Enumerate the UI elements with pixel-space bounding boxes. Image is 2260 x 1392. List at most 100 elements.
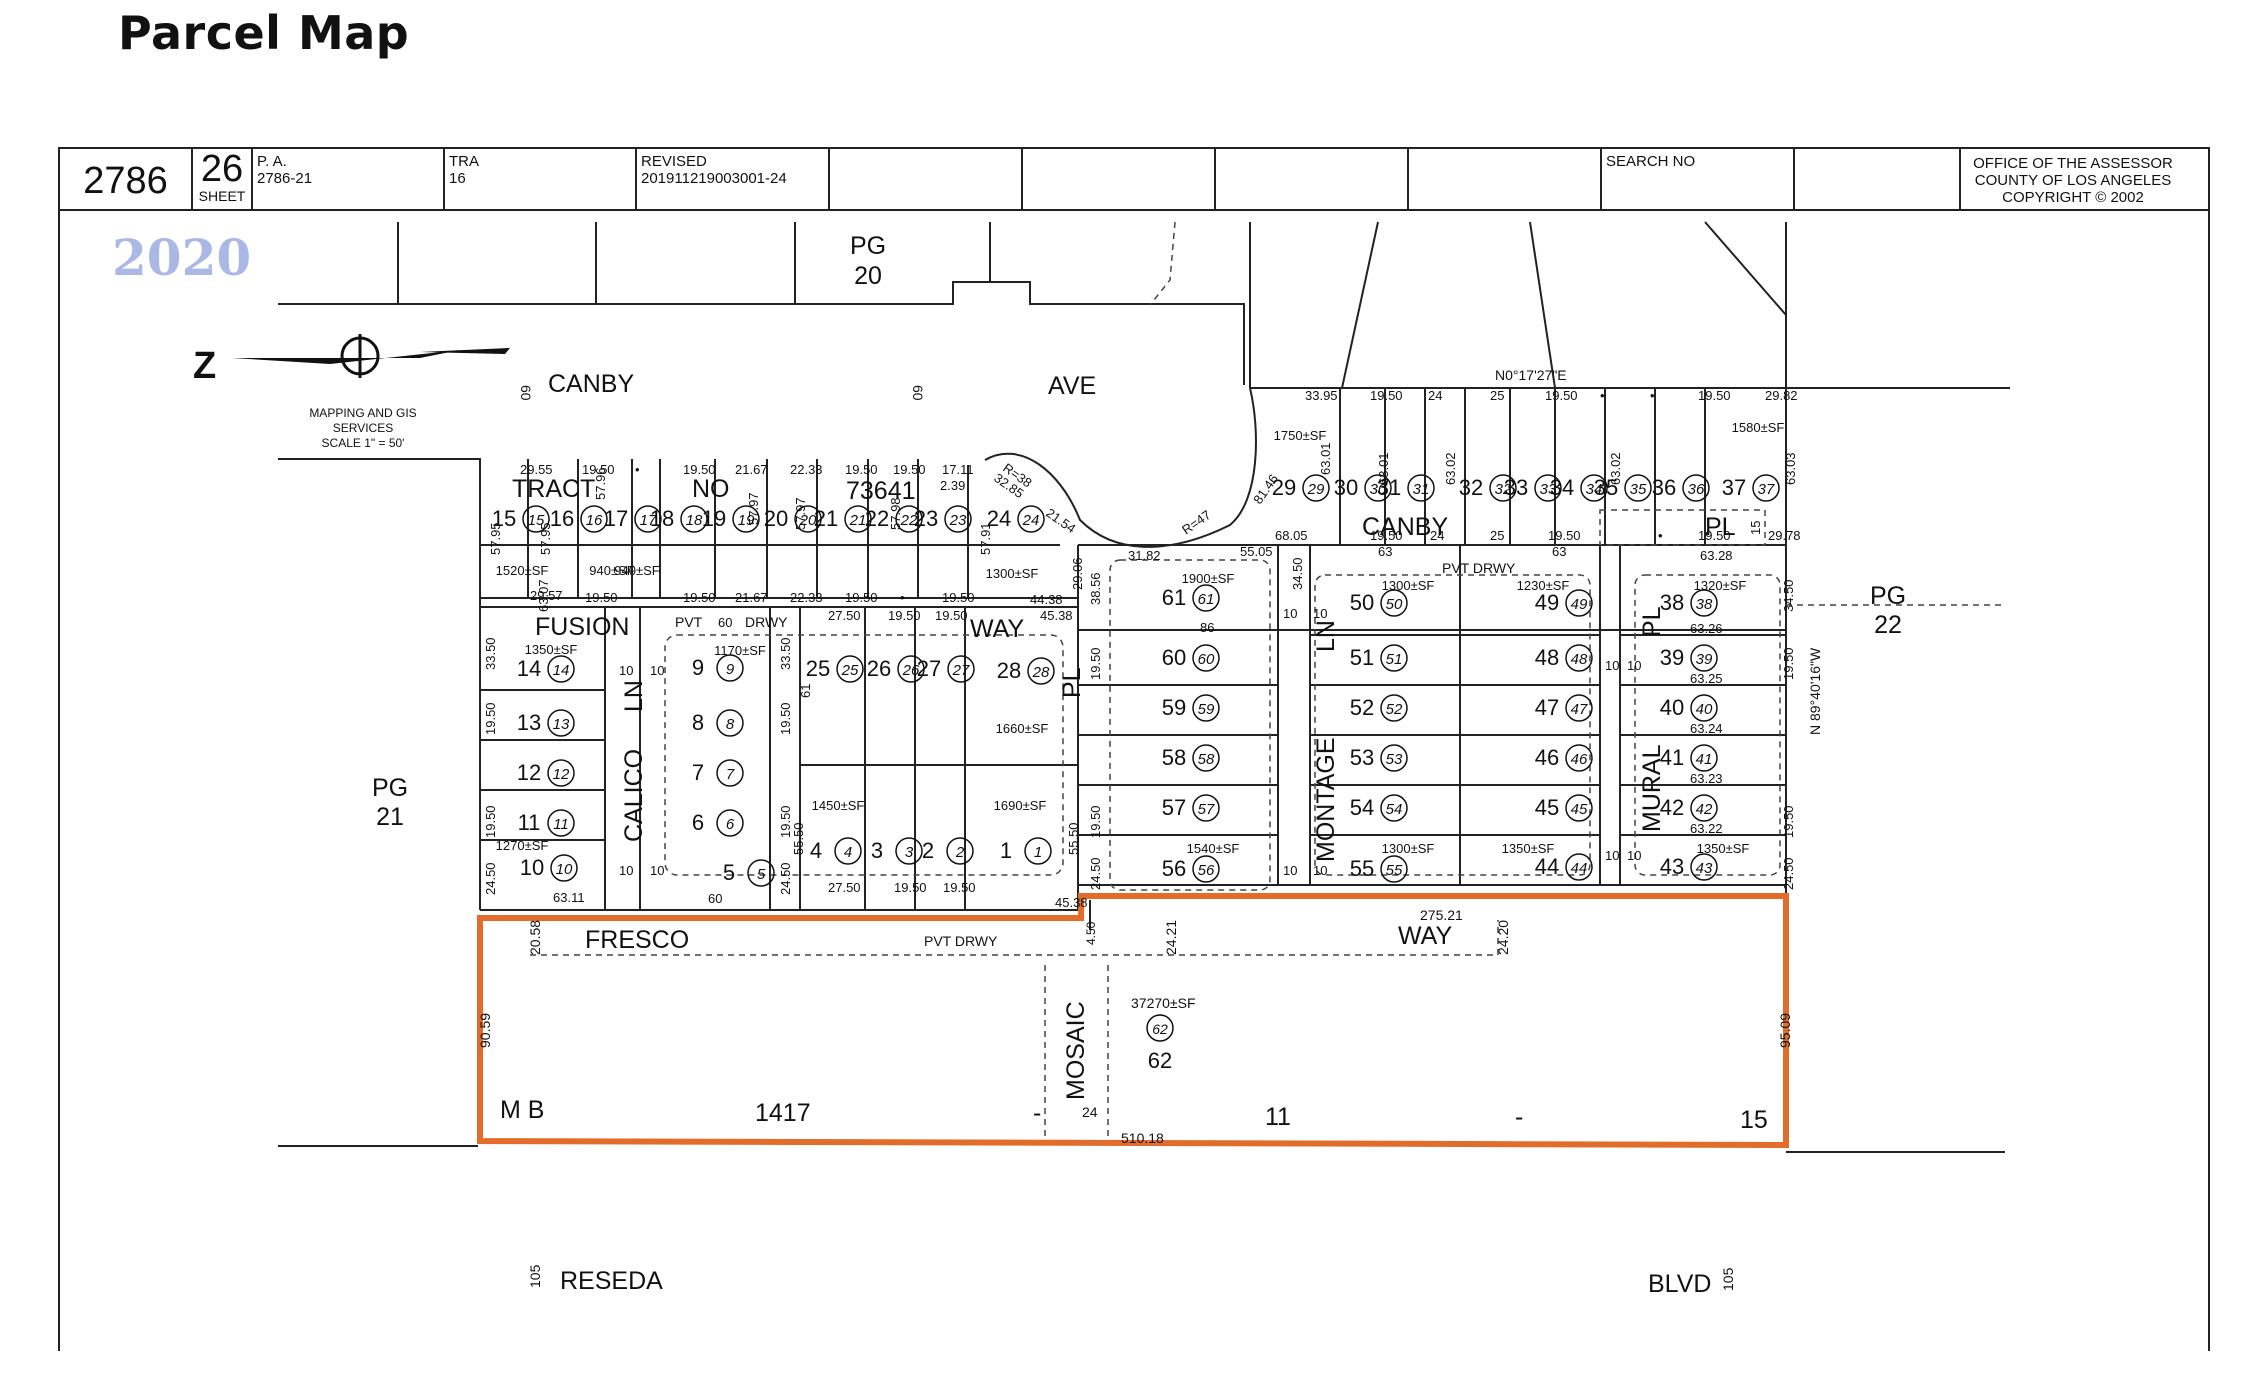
lot-number-43: 43: [1660, 854, 1684, 879]
dimension-d5595-56: 57.95: [538, 522, 553, 555]
dimension-d4538-44: 45.38: [1055, 895, 1088, 910]
lot-circle-54: [1380, 794, 1408, 822]
lot-circle-number-46: 46: [1571, 751, 1588, 768]
lot-circle-number-50: 50: [1386, 596, 1403, 613]
lot-circle-number-6: 6: [726, 816, 735, 833]
mural-suffix: PL: [1638, 606, 1666, 637]
dimension-d10-94: 10: [1605, 658, 1619, 673]
lot-number-51: 51: [1350, 645, 1374, 670]
map-frame: [58, 211, 2210, 1351]
dimension-d1950-18: 19.50: [683, 590, 716, 605]
mb-page: 11: [1265, 1103, 1291, 1131]
lot-circle-24: [1017, 505, 1045, 533]
dimension-d10-99: 10: [650, 663, 664, 678]
mb-dash-2: -: [1515, 1103, 1523, 1131]
dim-450: 4.50: [1084, 921, 1098, 945]
lot-circle-number-7: 7: [726, 766, 735, 783]
dimension-d2957-16: 29.57: [530, 588, 563, 603]
lot-number-54: 54: [1350, 795, 1374, 820]
lot-circle-number-49: 49: [1571, 596, 1588, 613]
lot-number-18: 18: [650, 506, 674, 531]
lot-circle-number-10: 10: [556, 861, 573, 878]
reseda-suffix: BLVD: [1648, 1270, 1711, 1298]
office-line-1: OFFICE OF THE ASSESSOR: [1973, 155, 2173, 172]
dimension-d239-15: 2.39: [940, 478, 965, 493]
canby-width-left: 60: [518, 385, 534, 401]
lot-number-36: 36: [1652, 475, 1676, 500]
dimension-d24-2: 24: [1428, 388, 1442, 403]
lot-circle-number-33: 33: [1540, 481, 1557, 498]
pg22-num: 22: [1874, 611, 1902, 639]
lot-circle-number-17: 17: [640, 512, 657, 529]
lot-number-41: 41: [1660, 745, 1684, 770]
canby-pvt-drwy: PVT DRWY: [1442, 560, 1516, 576]
lot-circle-19: [732, 505, 760, 533]
dimension-d1950-1: 19.50: [1370, 388, 1403, 403]
dimension-d5798-82: 57.98: [888, 497, 903, 530]
lot-number-40: 40: [1660, 695, 1684, 720]
dimension-d1950-4: 19.50: [1545, 388, 1578, 403]
reseda-width-right: 105: [1720, 1267, 1736, 1291]
lot-area-10: 1270±SF: [496, 838, 549, 853]
fusion-suffix: WAY: [970, 615, 1024, 643]
canby-width-right: 60: [910, 385, 926, 401]
lot-number-22: 22: [865, 506, 889, 531]
tra-label: TRA: [449, 153, 479, 170]
mapping-line-1: MAPPING AND GIS: [309, 406, 416, 420]
dimension-d6302-76: 63.02: [1608, 452, 1623, 485]
title-block: 2786 26 SHEET P. A. 2786-21 TRA 16 REVIS…: [58, 147, 2210, 211]
dimension-d6301-74: 63.01: [1376, 452, 1391, 485]
lot-area-49: 1230±SF: [1517, 578, 1570, 593]
lot-circle-number-21: 21: [849, 512, 867, 529]
lot-circle-2: [946, 837, 974, 865]
lot-circle-number-45: 45: [1571, 801, 1588, 818]
lot-circle-8: [716, 709, 744, 737]
lot-circle-11: [547, 809, 575, 837]
lot-number-32: 32: [1459, 475, 1483, 500]
dimension-dot-107: •: [1650, 388, 1655, 403]
dimension-d1950-42: 19.50: [894, 880, 927, 895]
canby-pl-suffix: PL: [1705, 513, 1736, 541]
lot-number-49: 49: [1535, 590, 1559, 615]
lot-circle-56: [1192, 855, 1220, 883]
pa-cell: P. A. 2786-21: [253, 149, 445, 209]
year-stamp: 2020: [112, 228, 251, 287]
fusion-pvt: PVT: [675, 614, 703, 630]
lot-circle-number-12: 12: [553, 766, 570, 783]
lot-circle-26: [897, 655, 925, 683]
dimension-d2233-11: 22.33: [790, 462, 823, 477]
dimension-d1950-29: 19.50: [1698, 528, 1731, 543]
lot-circle-number-26: 26: [902, 662, 920, 679]
lot-number-13: 13: [517, 710, 541, 735]
lot-circle-4: [834, 837, 862, 865]
dimension-d2750-41: 27.50: [828, 880, 861, 895]
lot-circle-10: [550, 854, 578, 882]
dimension-d4438-23: 44.38: [1030, 592, 1063, 607]
lot-number-58: 58: [1162, 745, 1186, 770]
dimension-d3182-26: 31.82: [1128, 548, 1161, 563]
lot-circle-43: [1690, 853, 1718, 881]
sheet-cell: 26 SHEET: [193, 149, 253, 209]
lot-circle-number-39: 39: [1696, 651, 1713, 668]
blank-cell-3: [1216, 149, 1409, 209]
lot-circle-23: [944, 505, 972, 533]
lot-circle-20: [794, 505, 822, 533]
lot-circle-number-42: 42: [1696, 801, 1713, 818]
lot-circle-number-13: 13: [553, 716, 570, 733]
lot-circle-53: [1380, 744, 1408, 772]
dimension-d3450-68: 34.50: [1290, 557, 1305, 590]
pg20-num: 20: [854, 262, 882, 290]
dimension-d6311-40: 63.11: [553, 890, 585, 905]
lot-area-44: 1350±SF: [1502, 841, 1555, 856]
lot-circle-number-58: 58: [1198, 751, 1215, 768]
lot-number-7: 7: [692, 760, 704, 785]
dimension-d1950-9: 19.50: [683, 462, 716, 477]
lot-circle-14: [547, 655, 575, 683]
blank-cell-1: [830, 149, 1023, 209]
lot-circle-number-23: 23: [949, 512, 967, 529]
lot-circle-number-40: 40: [1696, 701, 1713, 718]
dimension-d1950-53: 19.50: [483, 805, 498, 838]
lot-circle-number-44: 44: [1571, 860, 1588, 877]
pl-label: PL: [1058, 667, 1086, 698]
lot-circle-number-14: 14: [553, 662, 570, 679]
